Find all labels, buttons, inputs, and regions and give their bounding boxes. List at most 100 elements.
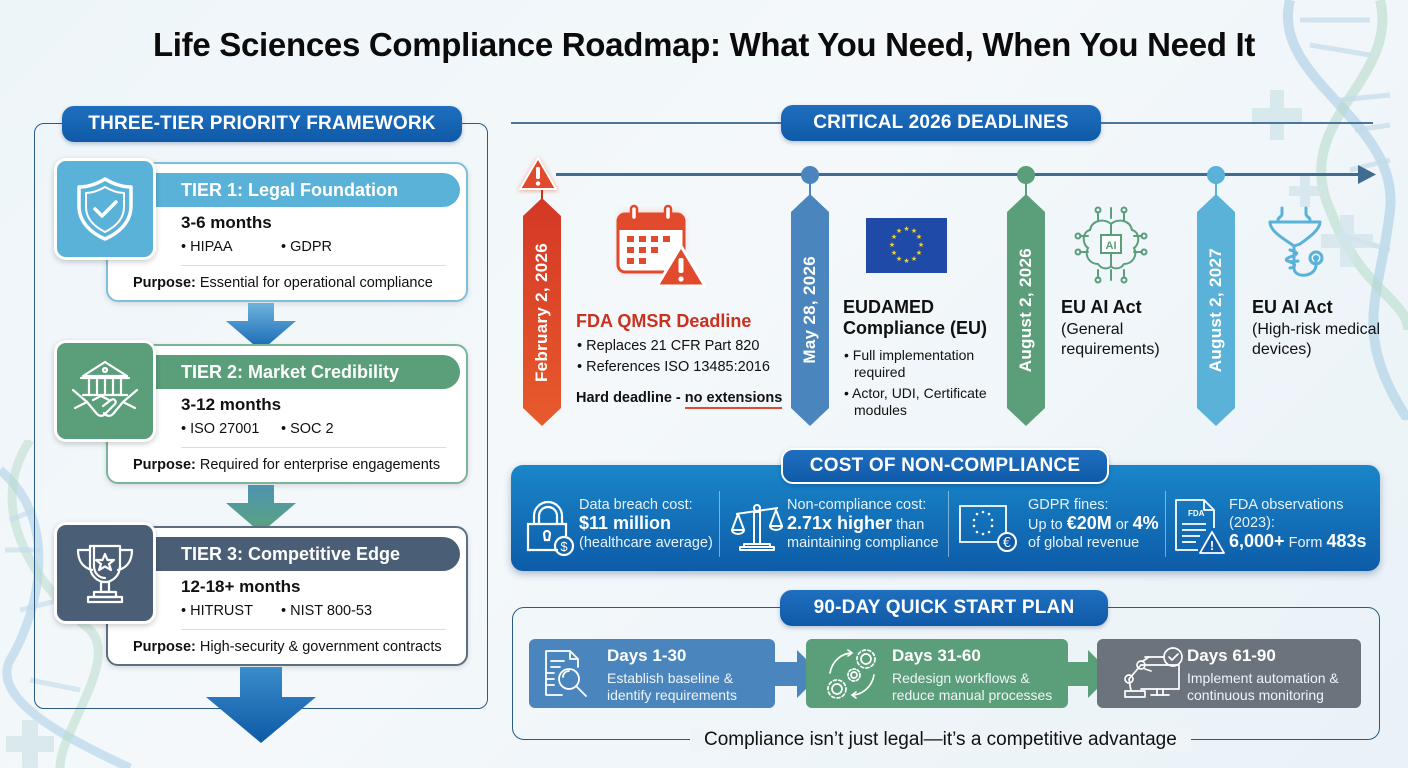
svg-text:★: ★: [916, 233, 922, 241]
calendar-warning-icon: [616, 204, 707, 288]
tier-item: • HIPAA: [181, 239, 233, 255]
stethoscope-icon: [1268, 206, 1324, 277]
divider: [181, 265, 446, 266]
cost-line3: of global revenue: [1028, 535, 1140, 551]
note-emphasis: no extensions: [684, 390, 783, 409]
cost-highlight: 6,000+: [1229, 531, 1285, 551]
tier-2-duration: 3-12 months: [181, 395, 282, 414]
cost-line1: Data breach cost:: [579, 497, 693, 513]
shield-check-icon: [54, 158, 156, 260]
deadline-date: May 28, 2026: [800, 256, 819, 364]
tier-1-duration: 3-6 months: [181, 213, 272, 232]
deadline-subtitle: (General requirements): [1061, 321, 1160, 358]
svg-text:★: ★: [896, 227, 902, 235]
framework-header: THREE-TIER PRIORITY FRAMEWORK: [62, 106, 462, 142]
deadline-title: FDA QMSR Deadline: [576, 311, 752, 331]
deadline-date-tag: February 2, 2026: [523, 198, 561, 426]
bank-handshake-icon: [54, 340, 156, 442]
down-arrow-icon: [226, 303, 296, 351]
timeline-node: [1207, 166, 1225, 184]
cost-highlight: $11 million: [579, 513, 672, 533]
cost-mid: Form: [1284, 535, 1327, 551]
node-stem: [1215, 183, 1217, 197]
svg-text:★: ★: [911, 227, 917, 235]
tier-3-duration: 12-18+ months: [181, 577, 301, 596]
tier-3-label: TIER 3: Competitive Edge: [108, 537, 460, 571]
purpose-label: Purpose:: [133, 457, 196, 473]
bullet: • Replaces 21 CFR Part 820: [577, 338, 760, 354]
svg-text:AI: AI: [1106, 240, 1117, 252]
divider: [1165, 491, 1166, 557]
svg-text:★: ★: [911, 255, 917, 263]
deadline-date: August 2, 2027: [1206, 247, 1225, 373]
tier-3-purpose: Purpose: High-security & government cont…: [133, 639, 442, 655]
purpose-text: High-security & government contracts: [199, 639, 442, 655]
cost-line2: (2023):: [1229, 515, 1275, 531]
down-arrow-icon: [206, 667, 316, 743]
cost-highlight-2: 4%: [1132, 513, 1159, 533]
phase-2-card: Days 31-60 Redesign workflows & reduce m…: [806, 639, 1068, 708]
phase-title: Days 31-60: [892, 646, 981, 665]
svg-text:★: ★: [903, 225, 909, 233]
node-stem: [541, 190, 543, 204]
cost-item-breach: $ Data breach cost: $11 million (healthc…: [522, 490, 713, 560]
cost-header: COST OF NON-COMPLIANCE: [781, 448, 1109, 484]
deadline-bullets: • Full implementation required • Actor, …: [844, 347, 1004, 423]
eu-euro-icon: €: [959, 505, 1017, 552]
deadline-date-tag: May 28, 2026: [791, 194, 829, 426]
svg-text:★: ★: [896, 255, 902, 263]
tier-1-card: TIER 1: Legal Foundation 3-6 months • HI…: [106, 162, 468, 302]
cost-suffix: than: [892, 517, 925, 533]
document-search-icon: [545, 650, 587, 697]
tier-3-card: TIER 3: Competitive Edge 12-18+ months •…: [106, 526, 468, 666]
svg-text:€: €: [1003, 536, 1011, 551]
cost-highlight-2: 483s: [1326, 531, 1367, 551]
tier-3-items: • HITRUST • NIST 800-53: [181, 603, 372, 619]
divider: [181, 629, 446, 630]
svg-text:★: ★: [891, 249, 897, 257]
fda-document-warning-icon: FDA !: [1175, 499, 1225, 554]
svg-text:!: !: [1210, 538, 1214, 553]
timeline-arrowhead-icon: [1358, 165, 1376, 184]
svg-text:$: $: [560, 539, 568, 554]
gears-cycle-icon: [827, 649, 876, 699]
right-arrow-icon: [775, 650, 821, 698]
bullet: • Actor, UDI, Certificate modules: [844, 385, 987, 418]
deadline-date: February 2, 2026: [532, 242, 551, 382]
cost-line1: FDA observations: [1229, 497, 1344, 513]
tier-1-items: • HIPAA • GDPR: [181, 239, 332, 255]
cost-line1: GDPR fines:: [1028, 497, 1109, 513]
cost-item-gdpr: € GDPR fines: Up to €20M or 4% of global…: [958, 490, 1159, 560]
phase-desc: identify requirements: [607, 687, 737, 703]
timeline-node: [801, 166, 819, 184]
bullet: • Full implementation required: [844, 347, 975, 380]
svg-text:★: ★: [889, 241, 895, 249]
purpose-label: Purpose:: [133, 275, 196, 291]
svg-text:FDA: FDA: [1188, 509, 1205, 518]
svg-text:★: ★: [918, 241, 924, 249]
purpose-label: Purpose:: [133, 639, 196, 655]
header-rule: [511, 122, 781, 124]
tier-item: • GDPR: [281, 239, 332, 255]
deadline-title: EU AI Act: [1252, 297, 1333, 317]
svg-text:★: ★: [916, 249, 922, 257]
scales-icon: [731, 504, 783, 551]
ai-brain-icon: AI: [1074, 206, 1148, 284]
tier-1-purpose: Purpose: Essential for operational compl…: [133, 275, 433, 291]
phase-desc: Redesign workflows &: [892, 670, 1030, 686]
tier-item: • HITRUST: [181, 603, 253, 619]
bullet: • References ISO 13485:2016: [577, 359, 770, 375]
cost-highlight: €20M: [1066, 513, 1112, 533]
tier-item: • ISO 27001: [181, 421, 260, 437]
deadline-note: Hard deadline - no extensions: [576, 389, 783, 409]
phase-desc: Implement automation &: [1187, 670, 1339, 686]
deadline-title: EU AI Act: [1061, 297, 1142, 317]
svg-text:★: ★: [903, 257, 909, 265]
timeline-node: [1017, 166, 1035, 184]
node-stem: [1025, 183, 1027, 197]
warning-triangle-icon: [518, 157, 558, 191]
tier-2-label: TIER 2: Market Credibility: [108, 355, 460, 389]
divider: [181, 447, 446, 448]
svg-text:★: ★: [891, 233, 897, 241]
phase-title: Days 61-90: [1187, 646, 1276, 665]
